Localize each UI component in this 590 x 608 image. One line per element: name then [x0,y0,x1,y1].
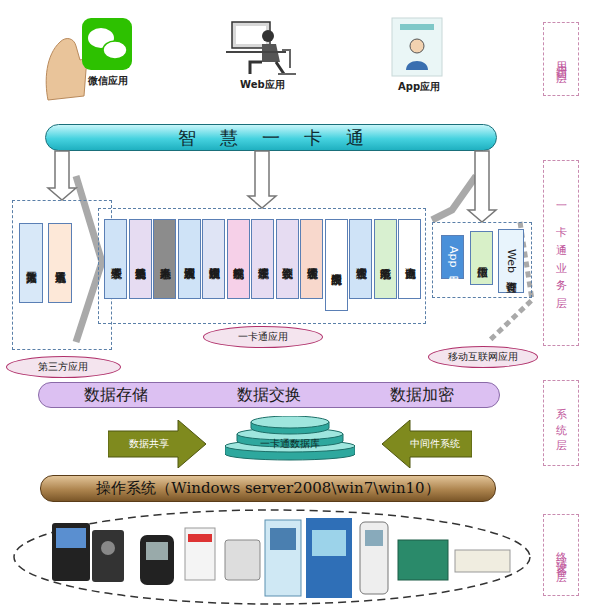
person-head [262,30,274,42]
wechat-icon [82,18,132,70]
os-band: 操作系统（Windows server2008\win7\win10） [40,475,496,502]
device-face-terminal [140,535,174,585]
hand-shape [46,39,86,100]
device-pos [185,528,215,580]
app-header [400,24,434,30]
system-box: 停车管理系统 [251,219,274,299]
band-text: 数据加密 [390,385,454,406]
device-lens [101,541,115,555]
chevron-shape [432,176,476,220]
system-box: 多门门禁管理系统 [325,219,348,311]
device-board [455,550,510,572]
device-screen [365,530,383,546]
person-legs [250,62,284,74]
device-group-outline [14,510,530,604]
layer-text: 终端设备层 [555,543,567,568]
device-screen [270,528,296,550]
app-figure [406,61,428,70]
chevron-shape [490,222,532,340]
system-box: 人事考勤系统 [153,219,176,299]
group-ellipse-label: 一卡通应用 [203,326,323,348]
device-screen [56,528,86,548]
layer-label: 终端设备层 [543,514,579,596]
system-box: 自助充值查询 [398,219,421,299]
system-box: 前置通讯系统 [48,223,72,303]
device-board [398,540,448,580]
app-face [410,39,424,53]
icon-caption: 微信应用 [88,74,128,88]
chat-bubble [103,41,127,59]
system-box: 微信应用 [470,231,493,285]
cylinder-top [251,416,329,428]
app-group: 一卡通应用卡务管理系统充值补贴消费系统人事考勤系统人脸识别管理系统指纹识别管理系… [98,208,426,324]
arrow-label: 中间件系统 [410,437,460,451]
device-reader [92,530,124,582]
device-terminal [52,523,90,581]
app-icon [392,18,442,76]
band-text: 操作系统（Windows server2008\win7\win10） [96,479,439,498]
system-box: 电梯控制系统 [227,219,250,299]
system-box: 充值补贴消费系统 [129,219,152,299]
system-box: App应用 [441,235,464,279]
device-screen [312,530,346,556]
device-display [188,534,212,542]
hollow-arrow [468,151,496,222]
arrow-label: 数据共享 [129,437,169,451]
device-kiosk [306,518,352,598]
monitor-screen [236,26,266,44]
system-box: 第三方数据接入 [19,223,43,303]
system-box: 人脸识别管理系统 [178,219,201,299]
app-group: 移动互联网应用App应用微信应用Web订餐查询 [432,222,532,298]
database-label: 一卡通数据库 [260,437,320,451]
system-box: Web订餐查询 [498,229,524,293]
hollow-arrow [48,151,76,200]
system-box: 宿舍管理系统 [349,219,372,299]
icon-caption: App应用 [398,80,440,94]
icon-caption: Web应用 [240,78,285,92]
block-arrow: 中间件系统 [382,420,472,468]
layer-label: 一卡通业务层 [543,160,579,346]
band-text: 数据交换 [237,385,301,406]
system-box: 卡务管理系统 [104,219,127,299]
box-label: Web订餐查询 [506,249,516,273]
layer-label: 用户访问层 [543,22,579,96]
band-text: 智慧一卡通 [154,126,388,150]
layer-text: 用户访问层 [555,52,567,67]
hollow-arrow [248,151,276,208]
box-label: App应用 [448,246,458,268]
system-box: 水电节能系统 [374,219,397,299]
device-screen [146,542,168,560]
data-band: 数据存储 数据交换 数据加密 [38,382,500,408]
system-box: 会议签到系统 [276,219,299,299]
database-stack: 一卡通数据库 [225,416,355,464]
layer-text: 系统层 [555,399,567,447]
device-pos [225,540,260,580]
device-kiosk [265,520,301,596]
system-box: 访客管理子系统 [300,219,323,299]
layer-text: 一卡通业务层 [555,199,567,307]
arrow-outline [108,420,206,468]
group-ellipse-label: 第三方应用 [6,356,121,378]
arrow-outline [382,420,472,468]
band-text: 数据存储 [84,385,148,406]
app-group: 第三方应用第三方数据接入前置通讯系统 [12,200,112,350]
block-arrow: 数据共享 [108,420,206,468]
layer-label: 系统层 [543,380,579,466]
device-handheld [360,522,388,594]
platform-band: 智慧一卡通 [45,124,497,151]
system-box: 指纹识别管理系统 [202,219,225,299]
chair [278,50,296,74]
group-ellipse-label: 移动互联网应用 [428,346,538,368]
desk [226,51,286,53]
